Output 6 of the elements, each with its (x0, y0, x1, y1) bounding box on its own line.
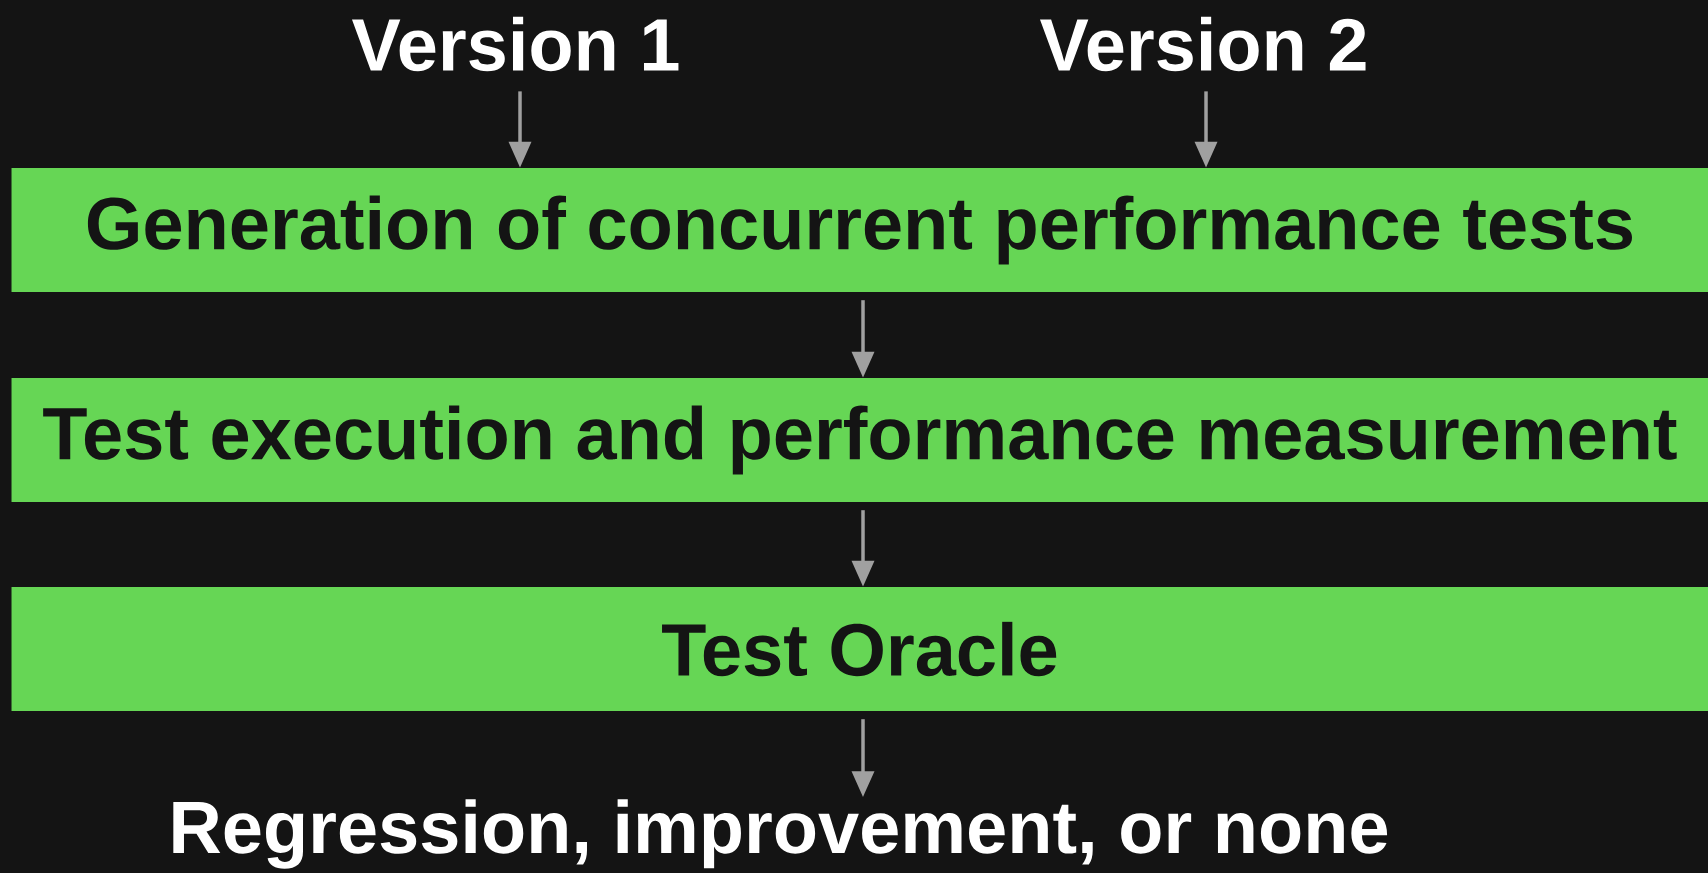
result-label: Regression, improvement, or none (173, 799, 1388, 869)
process-box: Test execution and performance measurement (11, 378, 1708, 502)
process-box: Generation of concurrent performance tests (11, 168, 1708, 292)
input-label: Version 1 (352, 16, 679, 72)
input-label: Version 2 (1040, 16, 1366, 72)
process-box: Test Oracle (11, 587, 1708, 711)
